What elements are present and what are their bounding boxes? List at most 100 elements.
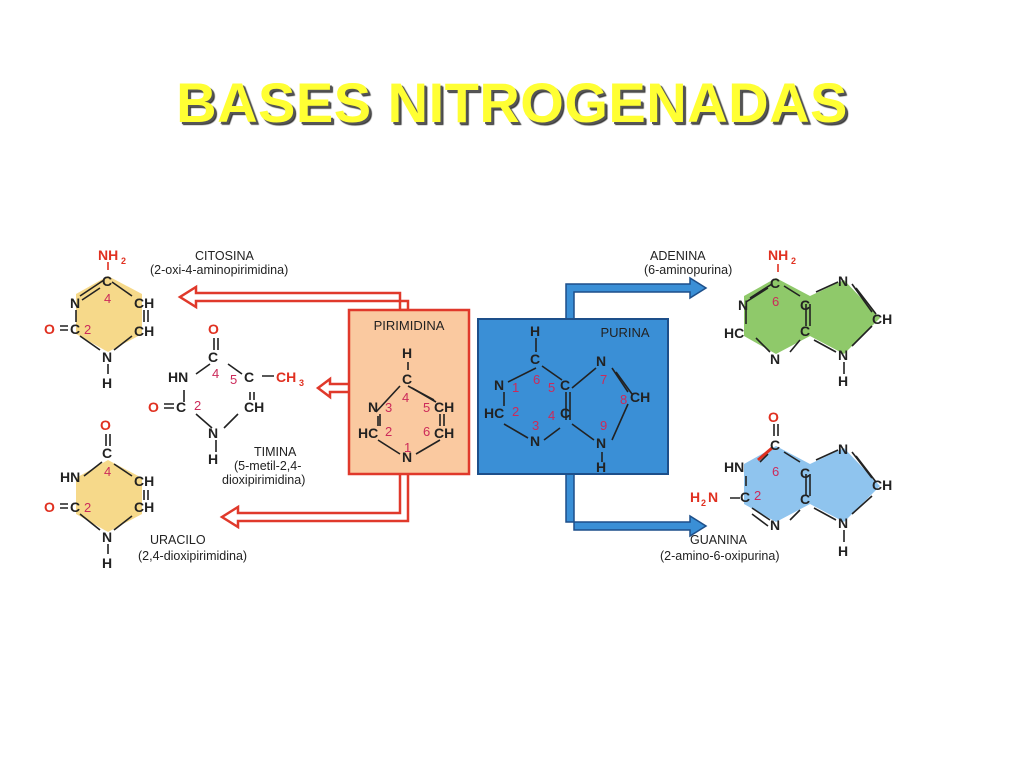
pyrimidine-box	[347, 308, 471, 476]
svg-text:CH: CH	[276, 369, 296, 385]
svg-text:N: N	[530, 433, 540, 449]
svg-text:CH: CH	[630, 389, 650, 405]
svg-text:3: 3	[385, 400, 392, 415]
svg-text:CH: CH	[434, 425, 454, 441]
svg-text:C: C	[560, 405, 570, 421]
svg-text:4: 4	[104, 291, 111, 306]
svg-text:N: N	[770, 517, 780, 533]
purine-label: PURINA	[600, 325, 649, 340]
svg-text:7: 7	[600, 372, 607, 387]
adenine-name: ADENINA	[650, 249, 706, 263]
svg-text:CH: CH	[244, 399, 264, 415]
svg-text:N: N	[838, 273, 848, 289]
slide-title: BASES NITROGENADAS	[176, 71, 848, 134]
svg-text:N: N	[70, 295, 80, 311]
svg-text:N: N	[368, 399, 378, 415]
adenine-systematic: (6-aminopurina)	[644, 263, 732, 277]
svg-text:O: O	[208, 321, 219, 337]
svg-text:N: N	[102, 349, 112, 365]
svg-text:H: H	[530, 323, 540, 339]
pyrimidine-arrows	[177, 284, 410, 530]
svg-text:2: 2	[754, 488, 761, 503]
purine-box	[477, 318, 669, 475]
svg-text:O: O	[768, 409, 779, 425]
purine-structure: H C N C N CH HC C N N H 6 1 5 7 8 2 4 3 …	[484, 323, 650, 475]
svg-text:4: 4	[402, 390, 409, 405]
svg-text:N: N	[494, 377, 504, 393]
svg-text:HC: HC	[724, 325, 744, 341]
svg-text:N: N	[838, 441, 848, 457]
svg-text:4: 4	[104, 464, 111, 479]
svg-text:C: C	[800, 297, 810, 313]
uracil: O C HN CH O C CH N H 4 2	[44, 417, 154, 571]
svg-text:CH: CH	[872, 311, 892, 327]
cytosine: NH 2 C N CH O C CH N H 4 2	[44, 247, 154, 391]
svg-text:9: 9	[600, 418, 607, 433]
svg-text:4: 4	[212, 366, 219, 381]
svg-text:6: 6	[772, 294, 779, 309]
svg-text:8: 8	[620, 392, 627, 407]
svg-text:2: 2	[121, 256, 126, 266]
svg-text:NH: NH	[98, 247, 118, 263]
svg-text:C: C	[244, 369, 254, 385]
pyrimidine-label: PIRIMIDINA	[374, 318, 445, 333]
svg-text:C: C	[770, 437, 780, 453]
uracil-systematic: (2,4-dioxipirimidina)	[138, 549, 247, 563]
guanine: O C N HN C CH H 2 N C C N N H 6 2	[690, 409, 892, 559]
svg-text:N: N	[208, 425, 218, 441]
svg-text:N: N	[102, 529, 112, 545]
svg-text:3: 3	[299, 378, 304, 388]
svg-text:N: N	[596, 435, 606, 451]
svg-text:N: N	[738, 297, 748, 313]
thymine-systematic-1: (5-metil-2,4-	[234, 459, 301, 473]
svg-text:H: H	[838, 373, 848, 389]
thymine-systematic-2: dioxipirimidina)	[222, 473, 305, 487]
uracil-name: URACILO	[150, 533, 206, 547]
svg-text:C: C	[402, 371, 412, 387]
svg-text:1: 1	[512, 380, 519, 395]
svg-text:HC: HC	[358, 425, 378, 441]
svg-text:N: N	[596, 353, 606, 369]
svg-text:3: 3	[532, 418, 539, 433]
svg-text:C: C	[176, 399, 186, 415]
svg-text:6: 6	[423, 424, 430, 439]
arrow-to-adenine	[565, 276, 708, 321]
svg-text:CH: CH	[134, 323, 154, 339]
svg-text:O: O	[44, 499, 55, 515]
svg-text:2: 2	[385, 424, 392, 439]
svg-text:H: H	[838, 543, 848, 559]
thymine-name: TIMINA	[254, 445, 297, 459]
svg-text:H: H	[402, 345, 412, 361]
svg-text:N: N	[838, 515, 848, 531]
svg-text:HC: HC	[484, 405, 504, 421]
svg-text:O: O	[100, 417, 111, 433]
svg-text:CH: CH	[134, 473, 154, 489]
svg-text:C: C	[208, 349, 218, 365]
svg-text:2: 2	[84, 500, 91, 515]
svg-text:C: C	[800, 491, 810, 507]
adenine: NH 2 C N N C CH HC C N N H 6	[724, 247, 892, 389]
svg-text:5: 5	[548, 380, 555, 395]
thymine: O C HN C CH 3 O C CH N H 4 5 2	[148, 321, 304, 467]
guanine-systematic: (2-amino-6-oxipurina)	[660, 549, 780, 563]
svg-text:4: 4	[548, 408, 555, 423]
arrow-to-uracil	[219, 468, 410, 530]
svg-text:C: C	[800, 465, 810, 481]
svg-text:H: H	[596, 459, 606, 475]
svg-text:5: 5	[230, 372, 237, 387]
svg-text:H: H	[102, 555, 112, 571]
svg-text:2: 2	[84, 322, 91, 337]
cytosine-name: CITOSINA	[195, 249, 254, 263]
svg-text:N: N	[770, 351, 780, 367]
svg-text:H: H	[208, 451, 218, 467]
svg-text:C: C	[70, 321, 80, 337]
svg-text:2: 2	[791, 256, 796, 266]
svg-text:CH: CH	[134, 499, 154, 515]
svg-text:C: C	[102, 445, 112, 461]
arrow-to-guanine	[565, 473, 708, 538]
svg-text:NH: NH	[768, 247, 788, 263]
svg-text:HN: HN	[60, 469, 80, 485]
svg-text:HN: HN	[724, 459, 744, 475]
svg-text:6: 6	[772, 464, 779, 479]
